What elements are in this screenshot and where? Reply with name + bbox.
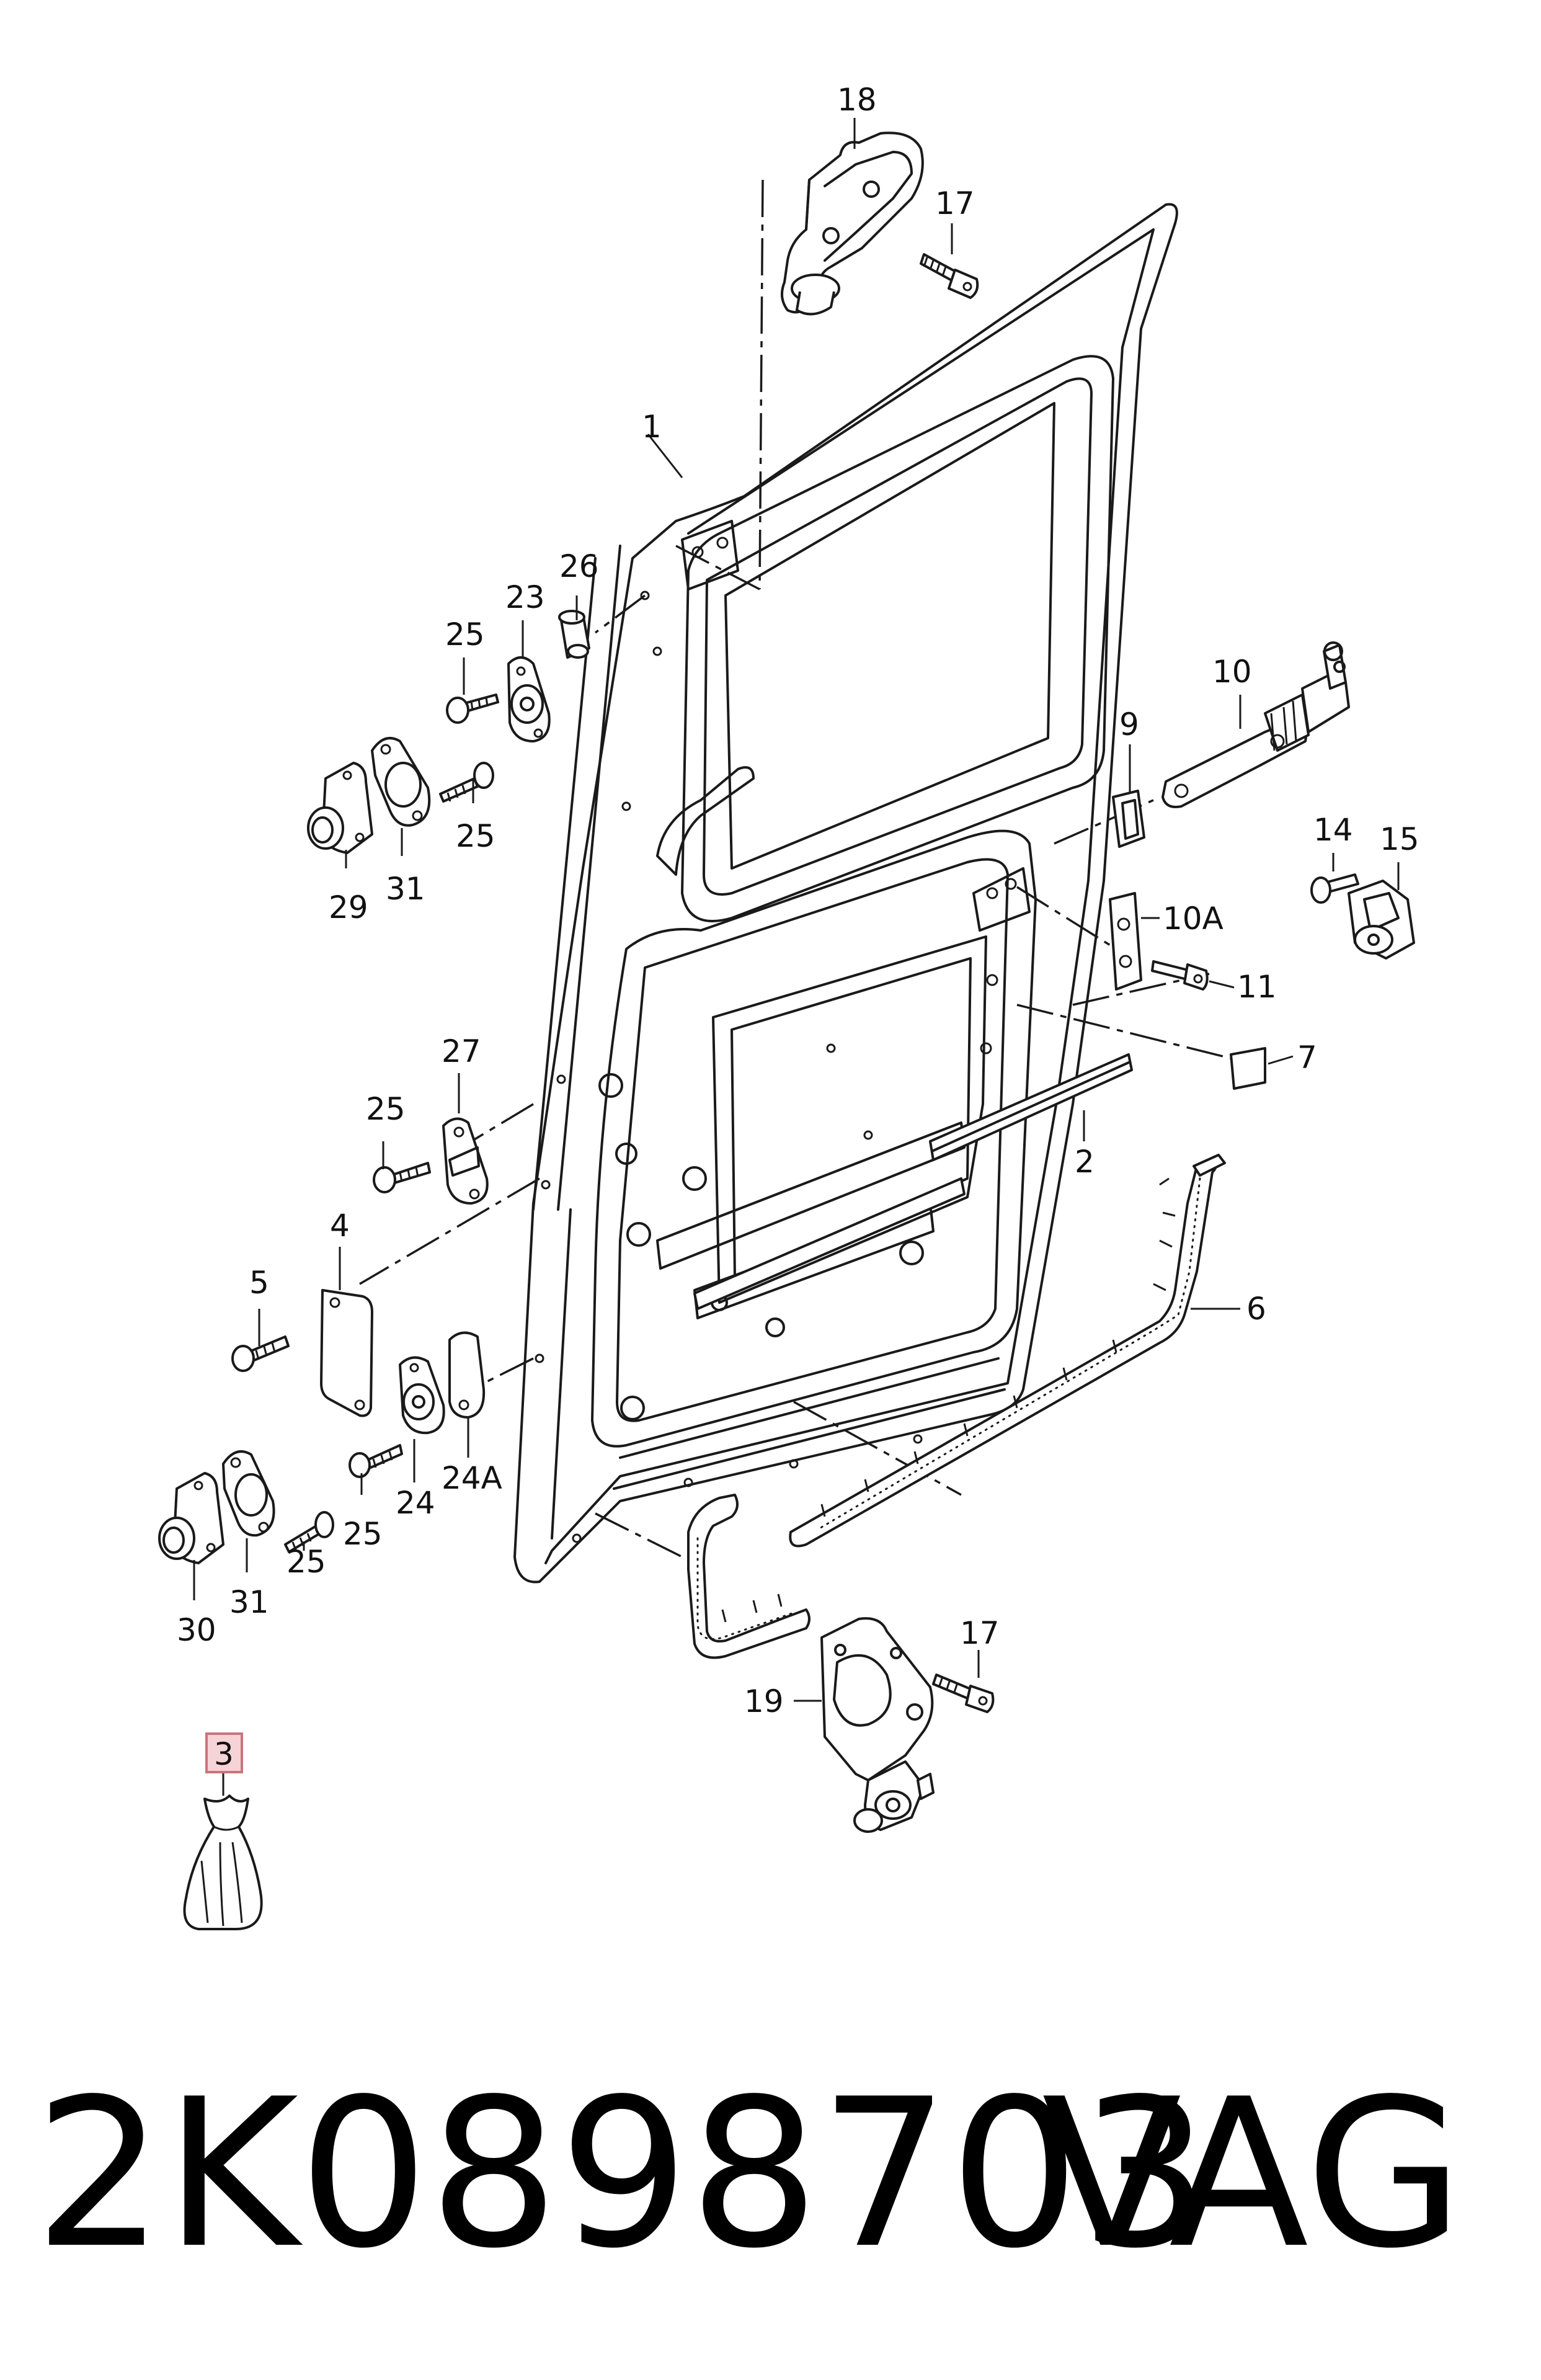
shell-holes — [535, 591, 998, 1543]
label-24a: 24A — [442, 1460, 502, 1496]
door-seal-front — [687, 1494, 810, 1659]
gasket-31-b — [222, 1450, 275, 1537]
center-hinge-arm — [1161, 641, 1350, 808]
label-25-c: 25 — [366, 1091, 406, 1127]
part-labels: 18 17 1 26 23 25 25 31 29 10 9 10A 11 14… — [177, 82, 1419, 1773]
guide-pin-30 — [158, 1472, 224, 1564]
upper-roller-bracket — [781, 131, 924, 316]
label-17-bottom: 17 — [960, 1615, 1000, 1651]
label-5: 5 — [249, 1265, 269, 1301]
guide-piece — [1112, 790, 1145, 848]
striker-24 — [399, 1356, 445, 1435]
label-10a: 10A — [1163, 901, 1223, 937]
label-19: 19 — [744, 1683, 784, 1719]
guide-pin-29 — [307, 762, 373, 854]
screw-25-e — [284, 1511, 334, 1553]
screw-25-d — [349, 1444, 403, 1478]
striker-plate-23 — [507, 656, 551, 742]
brand-text: VAG — [1042, 2055, 1464, 2293]
label-3: 3 — [214, 1736, 234, 1772]
adhesive-pad — [1230, 1047, 1266, 1090]
label-30: 30 — [177, 1612, 216, 1648]
label-24: 24 — [396, 1485, 435, 1521]
label-25-d: 25 — [343, 1516, 383, 1552]
lower-roller-bracket — [820, 1617, 935, 1833]
label-25-a: 25 — [445, 617, 485, 653]
gasket-31-a — [371, 737, 431, 827]
label-4: 4 — [330, 1208, 350, 1244]
hex-bolt-top — [920, 253, 979, 299]
screw-25-a — [446, 693, 499, 724]
guide-rail — [693, 1053, 1133, 1310]
screw-25-b — [439, 762, 494, 803]
screw-14 — [1310, 873, 1359, 904]
part-number-text: 2K0898703 — [34, 2055, 1210, 2293]
seal-clips — [820, 1177, 1176, 1517]
label-7: 7 — [1297, 1040, 1317, 1076]
label-9: 9 — [1119, 706, 1139, 742]
screw-25-c — [373, 1162, 431, 1193]
label-1: 1 — [642, 409, 662, 445]
label-25-e: 25 — [286, 1544, 326, 1580]
label-15: 15 — [1380, 821, 1419, 857]
label-18: 18 — [837, 82, 877, 118]
label-10: 10 — [1212, 654, 1252, 690]
gasket-24a — [448, 1331, 486, 1419]
highlight-box-3 — [205, 1732, 243, 1773]
screw-5 — [231, 1335, 290, 1372]
label-31-a: 31 — [386, 871, 425, 907]
hex-bolt-bottom — [932, 1674, 995, 1713]
label-25-b: 25 — [456, 818, 495, 854]
hex-bolt-11 — [1151, 960, 1209, 991]
bracket-15 — [1348, 880, 1415, 960]
label-14: 14 — [1313, 812, 1353, 848]
hinge-plate — [1109, 892, 1142, 991]
assembly-lines — [359, 179, 1241, 1564]
cover-plate-4 — [320, 1289, 373, 1417]
label-27: 27 — [442, 1033, 481, 1069]
label-17-top: 17 — [935, 185, 975, 221]
label-31-b: 31 — [229, 1584, 269, 1620]
label-29: 29 — [329, 889, 368, 925]
label-11: 11 — [1237, 969, 1277, 1005]
label-6: 6 — [1246, 1291, 1266, 1327]
label-26: 26 — [559, 548, 599, 584]
label-23: 23 — [505, 579, 545, 615]
leader-lines — [193, 118, 1400, 1796]
rivet-nut-26 — [558, 610, 590, 659]
parts-bag-icon — [183, 1794, 263, 1930]
door-seal-rear — [789, 1154, 1226, 1548]
bracket-27 — [442, 1117, 489, 1205]
label-2: 2 — [1075, 1144, 1095, 1180]
